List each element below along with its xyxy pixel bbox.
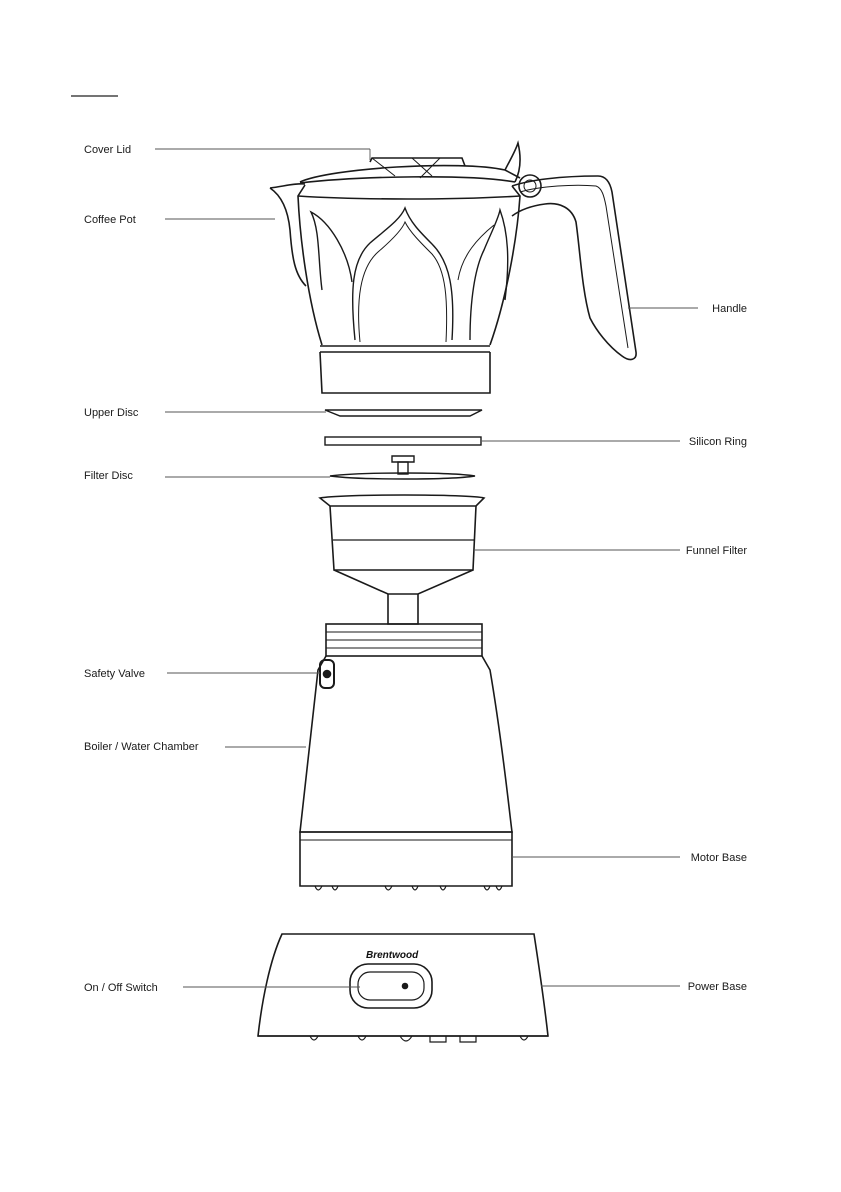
label-safety-valve: Safety Valve [84,668,145,680]
label-power-base: Power Base [688,981,747,993]
label-boiler-water-chamber: Boiler / Water Chamber [84,741,199,753]
label-silicon-ring: Silicon Ring [689,436,747,448]
funnel-filter-part [320,495,484,624]
label-funnel-filter: Funnel Filter [686,545,747,557]
label-upper-disc: Upper Disc [84,407,139,419]
boiler-part [300,624,512,890]
label-cover-lid: Cover Lid [84,144,131,156]
label-filter-disc: Filter Disc [84,470,133,482]
filter-disc [330,456,475,479]
upper-disc [325,410,482,416]
label-handle: Handle [712,303,747,315]
label-motor-base: Motor Base [691,852,747,864]
label-on-off-switch: On / Off Switch [84,982,158,994]
brand-logo: Brentwood [366,950,419,961]
label-coffee-pot: Coffee Pot [84,214,136,226]
silicon-ring [325,437,481,445]
coffee-pot [270,143,636,393]
